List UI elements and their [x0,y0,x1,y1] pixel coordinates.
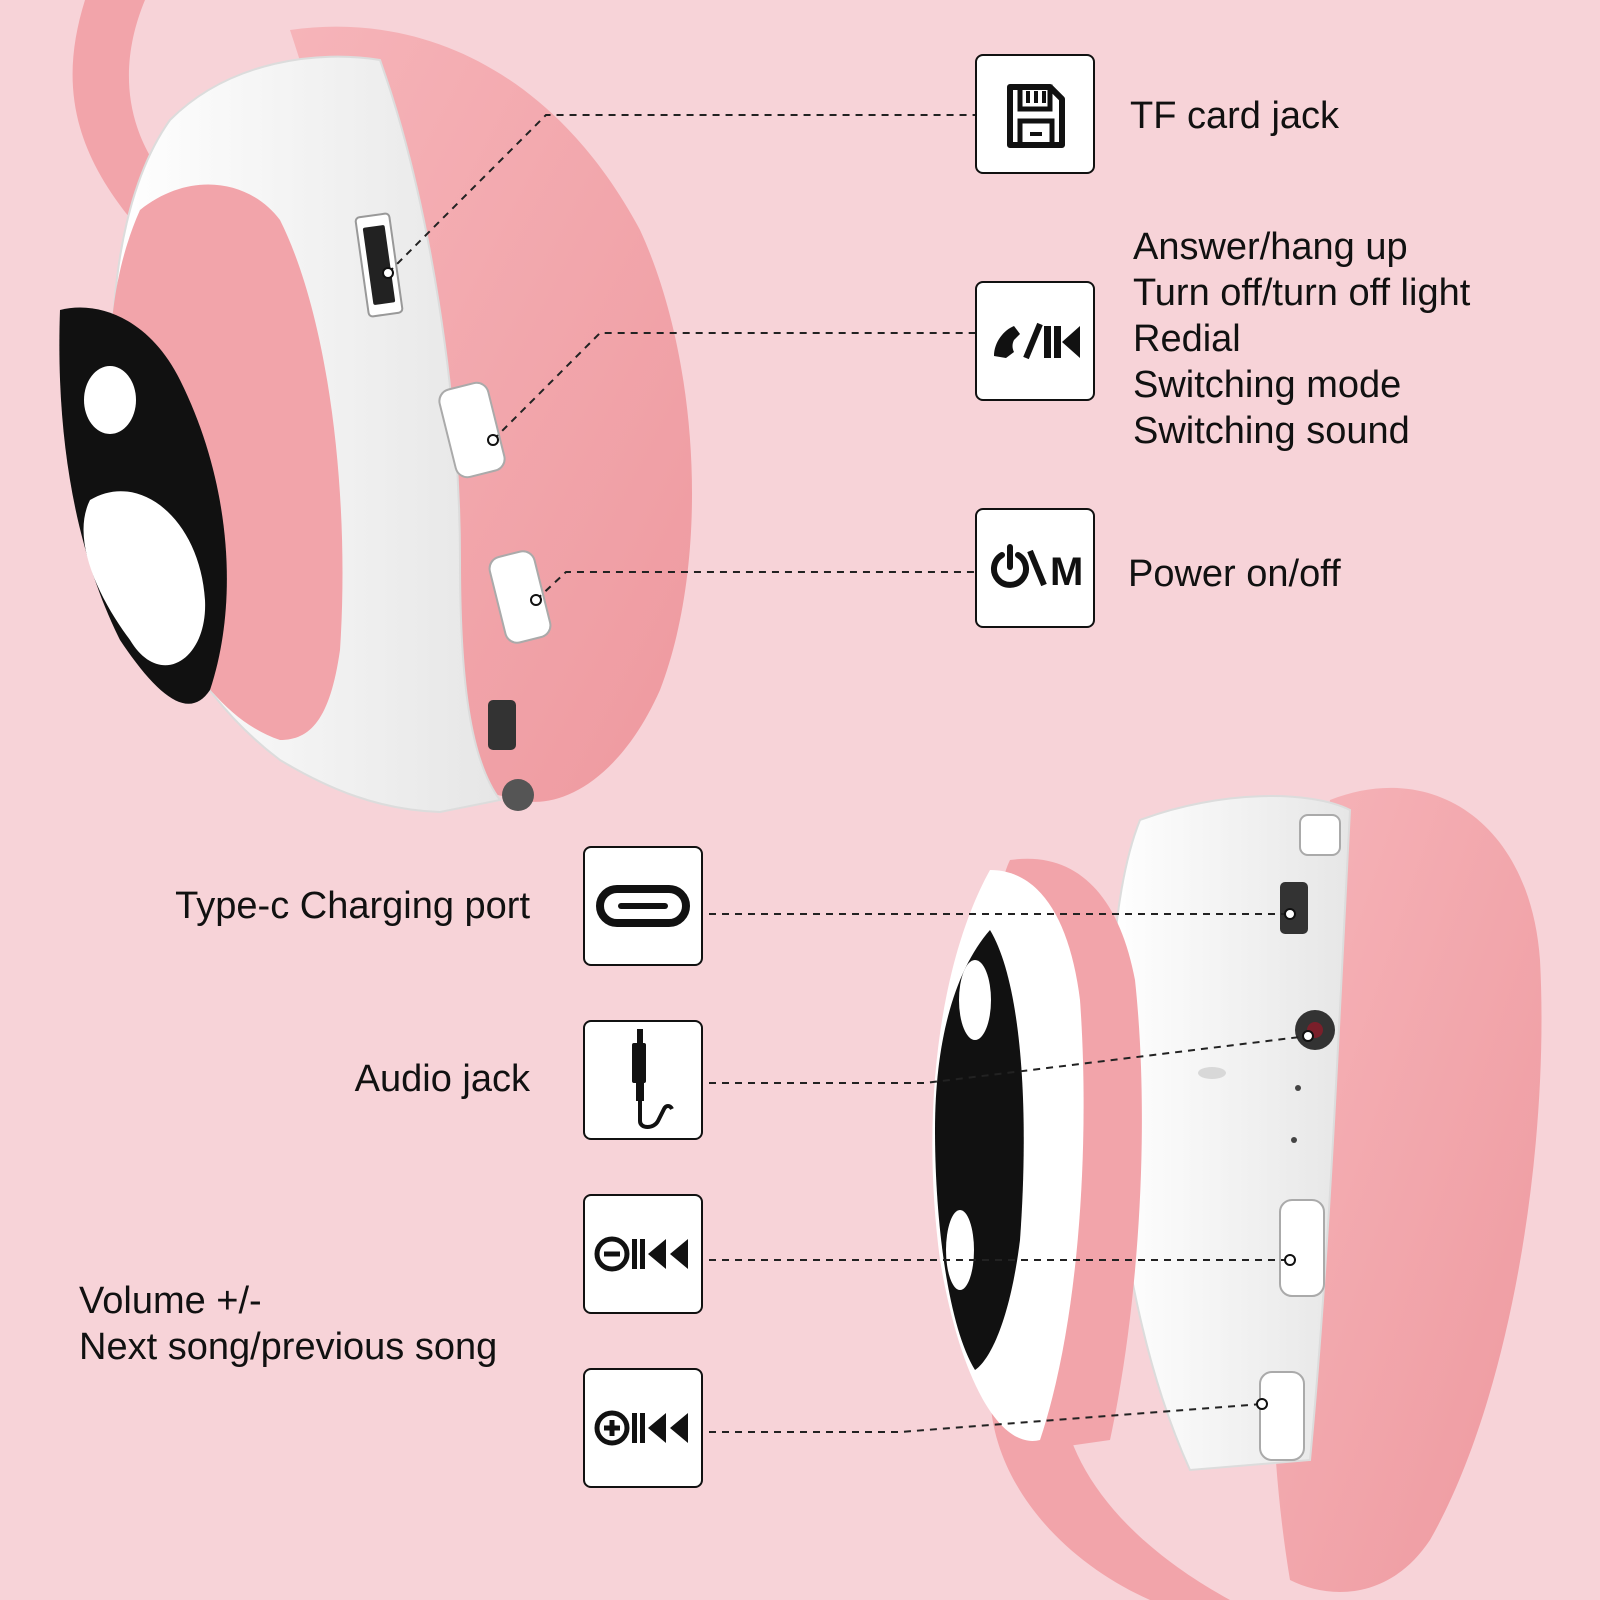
call-function-sound: Switching sound [1133,410,1410,452]
usb-c-label: Type-c Charging port [175,885,530,927]
bottom-earcup [932,787,1542,1600]
tf-card-label: TF card jack [1130,95,1340,137]
audio-plug-icon [583,1020,703,1140]
usb-c-icon [583,846,703,966]
call-function-mode: Switching mode [1133,364,1402,406]
leader-dots [382,267,1314,1410]
top-earcup [59,0,693,814]
sd-card-icon [975,54,1095,174]
volume-label-line-1: Volume +/- [79,1280,262,1322]
call-function-light: Turn off/turn off light [1133,272,1471,314]
volume-minus-previous-icon [583,1194,703,1314]
power-mode-icon: M [975,508,1095,628]
power-label: Power on/off [1128,553,1341,595]
phone-previous-icon [975,281,1095,401]
leader-lines [387,114,1309,1433]
volume-label-line-2: Next song/previous song [79,1326,498,1368]
call-function-answer: Answer/hang up [1133,226,1408,268]
audio-jack-label: Audio jack [354,1058,530,1100]
volume-plus-next-icon [583,1368,703,1488]
volume-label: Volume +/- Next song/previous song [79,1278,497,1370]
call-button-label: Answer/hang up Turn off/turn off light R… [1133,224,1470,454]
power-mode-glyph: M [1050,550,1083,594]
call-function-redial: Redial [1133,318,1241,360]
